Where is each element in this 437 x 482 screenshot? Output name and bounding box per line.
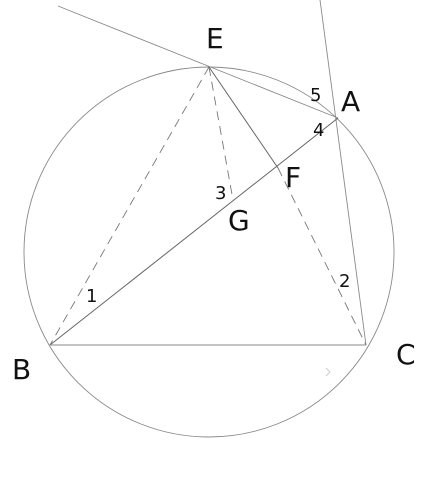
segment-eb-dashed	[49, 66, 210, 346]
segment-ba	[49, 117, 339, 346]
label-point-f: F	[285, 161, 301, 194]
segment-ef	[208, 66, 279, 169]
corner-mark	[325, 367, 331, 377]
line-ac-extended	[319, 0, 367, 346]
line-through-e	[57, 5, 339, 119]
label-angle-4: 4	[313, 120, 324, 141]
label-point-e: E	[206, 22, 224, 55]
label-point-g: G	[228, 204, 250, 237]
label-angle-1: 1	[86, 286, 97, 307]
label-angle-3: 3	[215, 183, 226, 204]
label-point-b: B	[12, 353, 31, 386]
circle	[23, 66, 395, 438]
label-point-c: C	[396, 338, 416, 371]
label-angle-5: 5	[310, 85, 321, 106]
segment-fc-dashed	[277, 167, 367, 346]
segment-eg-dashed	[208, 66, 234, 201]
label-point-a: A	[341, 85, 360, 118]
label-angle-2: 2	[339, 271, 350, 292]
